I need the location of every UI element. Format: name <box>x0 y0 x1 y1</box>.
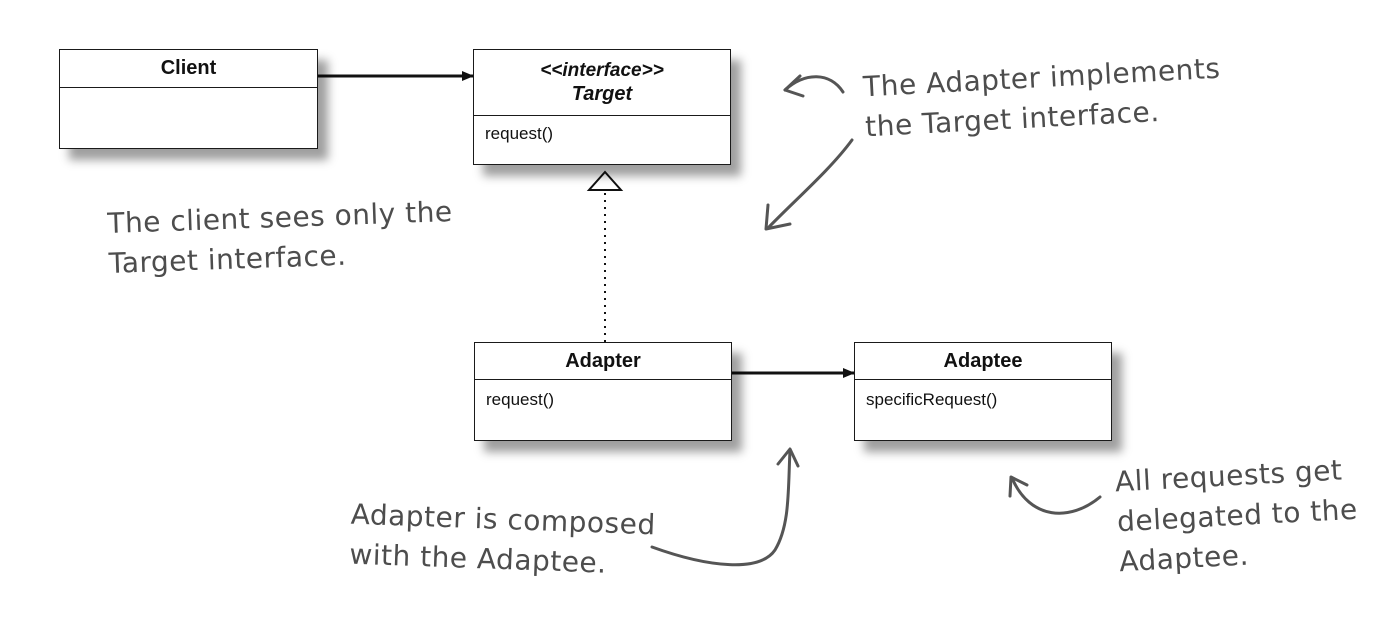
implements-curved-arrow <box>783 74 845 98</box>
delegated-curved-arrow <box>1008 475 1102 515</box>
client-note: The client sees only the Target interfac… <box>107 192 455 284</box>
adapter-request-operation: request() <box>486 390 555 409</box>
adaptee-class-box: Adaptee specificRequest() <box>854 342 1112 441</box>
target-interface-box: <<interface>> Target request() <box>473 49 731 165</box>
composed-note: Adapter is composed with the Adaptee. <box>349 495 657 586</box>
realization-triangle <box>586 170 624 191</box>
adapter-class-name: Adapter <box>565 349 641 372</box>
adapter-class-box: Adapter request() <box>474 342 732 441</box>
client-class-box: Client <box>59 49 318 149</box>
target-request-operation: request() <box>485 124 554 143</box>
implements-down-arrow <box>764 138 854 231</box>
target-stereotype: <<interface>> <box>540 60 664 81</box>
target-interface-name: Target <box>571 83 633 105</box>
adaptee-specific-request-operation: specificRequest() <box>866 390 998 409</box>
adapter-class-header: Adapter <box>475 343 731 380</box>
target-interface-header: <<interface>> Target <box>474 50 730 116</box>
adaptee-class-name: Adaptee <box>943 349 1023 372</box>
client-class-header: Client <box>60 50 317 88</box>
client-class-name: Client <box>160 57 217 79</box>
composed-curved-arrow <box>650 447 800 567</box>
delegated-note: All requests get delegated to the Adapte… <box>1114 450 1361 582</box>
adaptee-class-header: Adaptee <box>855 343 1111 380</box>
